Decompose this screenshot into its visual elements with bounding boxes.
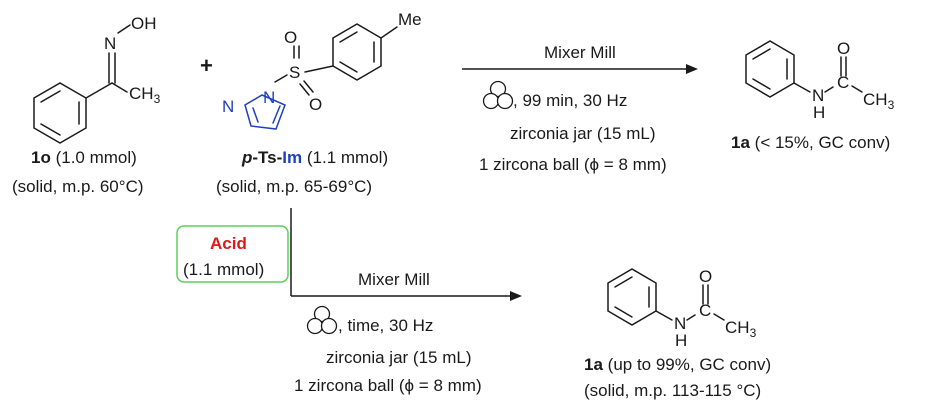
product-bottom-n: N: [674, 314, 686, 333]
reagent-state: (solid, m.p. 65-69°C): [216, 177, 372, 196]
bottom-conditions-line1: , time, 30 Hz: [338, 316, 433, 335]
product-bottom-ch3: CH3: [725, 318, 757, 340]
reactant1-state: (solid, m.p. 60°C): [12, 177, 144, 196]
bottom-product-state: (solid, m.p. 113-115 °C): [584, 381, 761, 400]
sulfonyl-o-top: O: [284, 28, 297, 47]
reagent-caption: p-Ts-Im (1.1 mmol): [241, 148, 388, 167]
bottom-conditions-line3: 1 zircona ball (ϕ = 8 mm): [294, 376, 482, 395]
top-arrow-title: Mixer Mill: [544, 43, 616, 62]
product-top-ch3: CH3: [863, 90, 895, 112]
product-top-h: H: [813, 103, 825, 122]
top-arrowhead: [686, 64, 698, 74]
product-top-o: O: [837, 39, 850, 58]
product-bottom-c: C: [699, 301, 711, 320]
product-bottom-o: O: [699, 267, 712, 286]
acetanilide-structure-bottom: N H C O CH3: [607, 267, 757, 350]
top-product-caption: 1a (< 15%, GC conv): [731, 133, 890, 152]
imidazole-n3: N: [222, 97, 234, 116]
ts-im-structure: Me S O O N N: [222, 10, 422, 130]
oxime-oh-atom: OH: [131, 14, 157, 33]
methyl-label: Me: [398, 10, 422, 29]
acetanilide-structure-top: N H C O CH3: [745, 39, 895, 122]
oxime-n-atom: N: [104, 34, 116, 53]
ball-mill-icon: [482, 80, 514, 110]
product-top-c: C: [837, 73, 849, 92]
acid-box: [176, 225, 289, 283]
acid-label: Acid: [210, 234, 247, 253]
top-conditions-line3: 1 zircona ball (ϕ = 8 mm): [479, 155, 667, 174]
top-conditions-line1: , 99 min, 30 Hz: [513, 91, 627, 110]
imidazole-n1: N: [263, 88, 275, 107]
ball-mill-icon-bottom: [306, 305, 338, 335]
product-bottom-h: H: [675, 331, 687, 350]
sulfonyl-o-bottom: O: [309, 95, 322, 114]
bottom-conditions-line2: zirconia jar (15 mL): [326, 348, 472, 367]
bottom-product-caption: 1a (up to 99%, GC conv): [584, 355, 771, 374]
bottom-arrowhead: [510, 291, 522, 301]
reactant1-caption: 1o (1.0 mmol): [31, 148, 137, 167]
top-conditions-line2: zirconia jar (15 mL): [510, 124, 656, 143]
oxime-ch3-atom: CH3: [129, 84, 161, 106]
sulfur-atom: S: [289, 63, 300, 82]
plus-sign: +: [200, 53, 213, 78]
product-top-n: N: [812, 86, 824, 105]
bottom-arrow-title: Mixer Mill: [358, 270, 430, 289]
acid-amount: (1.1 mmol): [183, 260, 264, 279]
oxime-structure: N OH CH3: [33, 14, 161, 144]
